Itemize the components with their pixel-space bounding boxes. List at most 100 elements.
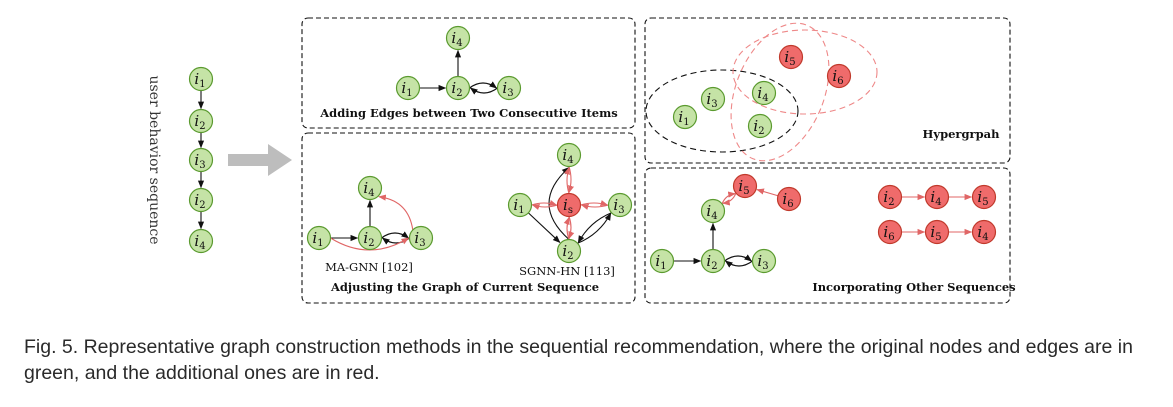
node-is-p2b: is	[556, 192, 582, 218]
node-circle	[877, 219, 903, 245]
method-label-ma-gnn: MA-GNN [102]	[325, 260, 413, 274]
node-label: i3	[414, 229, 425, 249]
star-edge-out	[564, 166, 570, 194]
extra-edge-i4-i5	[721, 191, 736, 205]
node-i2-seq-3: i2	[188, 187, 214, 213]
node-i2-p2b: i2	[556, 238, 582, 264]
node-circle	[672, 104, 698, 130]
node-label: i2	[562, 242, 573, 262]
node-i4-seq2: i4	[971, 219, 997, 245]
edge-i3-i2	[724, 260, 753, 268]
star-edge-in	[563, 216, 570, 240]
node-i6-p3: i6	[826, 63, 852, 89]
node-label: i2	[883, 188, 894, 208]
node-circle	[188, 228, 214, 254]
edges-layer	[197, 49, 973, 268]
node-i3-p4: i3	[751, 248, 777, 274]
node-label: i6	[832, 67, 843, 87]
node-circle	[188, 66, 214, 92]
node-circle	[776, 186, 802, 212]
node-circle	[188, 147, 214, 173]
node-label: i3	[502, 79, 513, 99]
star-edge-in	[531, 199, 558, 206]
node-circle	[700, 198, 726, 224]
node-i1-p2a: i1	[306, 225, 332, 251]
node-label: i5	[784, 48, 795, 68]
panel-title-adjusting-graph: Adjusting the Graph of Current Sequence	[330, 280, 599, 294]
node-circle	[732, 173, 758, 199]
star-edge-in	[568, 166, 574, 194]
node-label: i3	[613, 196, 624, 216]
panel-adjusting-graph	[301, 132, 636, 304]
node-label: i5	[977, 188, 988, 208]
node-circle	[507, 192, 533, 218]
figure-diagram: user behavior sequence Adding Edges betw…	[146, 17, 1016, 304]
figure-caption: Fig. 5. Representative graph constructio…	[24, 336, 1133, 384]
node-i2-seq1: i2	[877, 184, 903, 210]
node-label: i4	[930, 188, 941, 208]
node-circle	[971, 184, 997, 210]
panel-title-other-sequences: Incorporating Other Sequences	[812, 280, 1015, 294]
node-i4-p2b: i4	[556, 142, 582, 168]
panel-title-hypergraph: Hypergrpah	[923, 127, 1001, 141]
node-label: i2	[753, 117, 764, 137]
node-circle	[751, 80, 777, 106]
user-behavior-sequence-label: user behavior sequence	[146, 75, 162, 244]
edge-i3-i2	[469, 87, 498, 95]
node-i4-p4: i4	[700, 198, 726, 224]
node-i1-p1: i1	[395, 75, 421, 101]
node-circle	[607, 192, 633, 218]
node-label: i1	[194, 70, 205, 90]
node-label: i2	[194, 191, 205, 211]
edge-i2-i3	[577, 212, 612, 244]
node-circle	[751, 248, 777, 274]
node-circle	[877, 184, 903, 210]
node-label: i3	[194, 151, 205, 171]
node-circle	[395, 75, 421, 101]
panel-title-adding-edges: Adding Edges between Two Consecutive Ite…	[319, 106, 618, 120]
node-label: i6	[782, 190, 793, 210]
node-label: i4	[757, 84, 768, 104]
node-label: i2	[706, 252, 717, 272]
edge-i2-i3	[381, 231, 410, 239]
node-i6-seq2: i6	[877, 219, 903, 245]
extra-edge-i3-i4	[378, 194, 414, 231]
node-i5-p4: i5	[732, 173, 758, 199]
node-i1-p3: i1	[672, 104, 698, 130]
node-label: i5	[930, 223, 941, 243]
node-i3-p2a: i3	[408, 225, 434, 251]
node-i3-p3: i3	[700, 86, 726, 112]
node-circle	[445, 25, 471, 51]
node-circle	[556, 192, 582, 218]
node-label: i3	[757, 252, 768, 272]
node-i2-p2a: i2	[357, 225, 383, 251]
star-edge-out	[568, 216, 575, 240]
node-i2-seq-1: i2	[188, 108, 214, 134]
node-label: i4	[977, 223, 988, 243]
node-i6-p4: i6	[776, 186, 802, 212]
node-circle	[971, 219, 997, 245]
node-circle	[556, 142, 582, 168]
node-label: i4	[706, 202, 717, 222]
node-i4-p1: i4	[445, 25, 471, 51]
star-edge-in	[580, 204, 609, 210]
node-i1-seq-0: i1	[188, 66, 214, 92]
hyperedge-ellipse-red-2	[732, 29, 878, 115]
node-circle	[924, 184, 950, 210]
node-i3-p2b: i3	[607, 192, 633, 218]
extra-edge-i5-i4	[722, 192, 737, 206]
node-i1-p2b: i1	[507, 192, 533, 218]
node-circle	[445, 75, 471, 101]
panel-adding-edges	[301, 17, 636, 129]
node-circle	[556, 238, 582, 264]
node-i5-seq1: i5	[971, 184, 997, 210]
edge-i2-i3	[469, 81, 498, 89]
node-label: i4	[363, 179, 374, 199]
node-circle	[700, 248, 726, 274]
method-label-sgnn-hn: SGNN-HN [113]	[519, 264, 615, 278]
hyperedge-ellipse-black	[645, 69, 799, 153]
edge-i2-i3	[724, 254, 753, 262]
node-circle	[188, 108, 214, 134]
star-edge-out	[580, 200, 609, 206]
